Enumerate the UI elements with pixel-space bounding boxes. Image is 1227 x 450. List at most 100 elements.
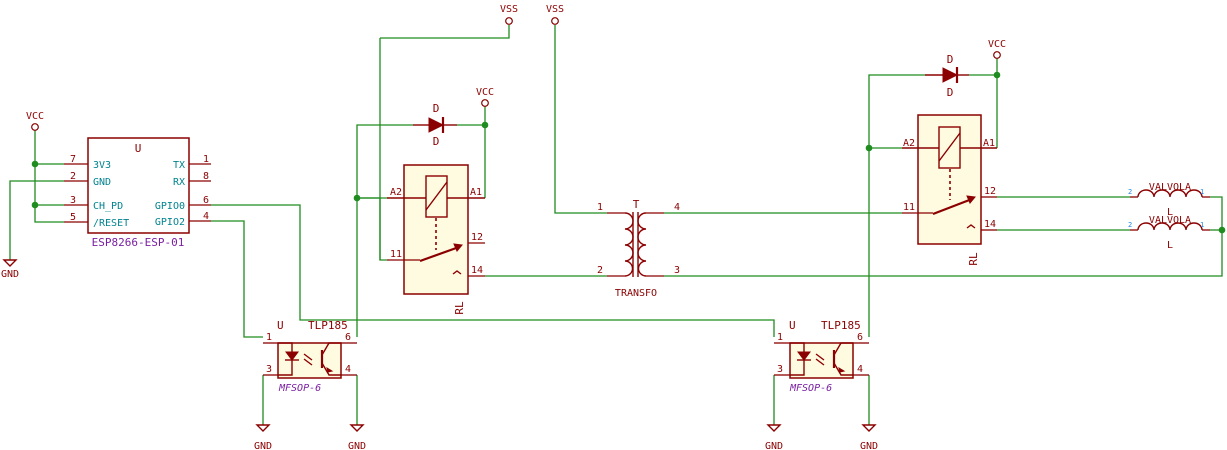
esp-pin-num: 6 [203,195,209,206]
opto-footprint: MFSOP-6 [789,383,832,394]
junction-dot [993,71,1001,79]
opto-pin: 3 [266,364,272,375]
relay-pin: 11 [903,202,915,213]
relay-pin: A2 [390,187,402,198]
vcc-label: VCC [476,87,494,98]
junction-dot [31,160,39,168]
opto-value: TLP185 [308,319,348,332]
relay-pin: A2 [903,138,915,149]
optocoupler-2: 1 3 4 6 U TLP185 MFSOP-6 [774,319,869,394]
gnd-symbol-opto1-pin3: GND [254,424,272,450]
diode-value: D [947,86,954,99]
esp-pin-num: 5 [70,212,76,223]
relay-1: A2 A1 11 12 14 RL [387,164,485,315]
optocoupler-1: 1 3 4 6 U TLP185 MFSOP-6 [263,319,357,394]
opto-pin: 1 [266,332,272,343]
opto-pin: 1 [777,332,783,343]
relay-pin: 12 [984,186,996,197]
esp-pin-name: RX [173,177,185,188]
esp-pin-num: 4 [203,211,209,222]
vss-label: VSS [546,4,564,15]
transformer-ref: T [633,198,640,211]
diode-ref: D [433,102,440,115]
vcc-symbol-relay2: VCC [988,39,1006,59]
valve-pin: 1 [1200,188,1204,196]
esp-pin-name: TX [173,160,185,171]
esp-pin-num: 7 [70,154,76,165]
opto-pin: 6 [345,332,351,343]
esp-pin-name: /RESET [93,218,129,229]
esp-ref: U [135,142,142,155]
transformer-pin: 2 [597,265,603,276]
vcc-symbol-esp: VCC [26,111,44,131]
opto-pin: 3 [777,364,783,375]
vss-label: VSS [500,4,518,15]
gnd-symbol-opto2-pin3: GND [765,424,783,450]
junction-dot [865,144,873,152]
valve-pin: 1 [1200,221,1204,229]
opto-pin: 4 [857,364,863,375]
esp-pin-num: 8 [203,171,209,182]
esp-value: ESP8266-ESP-01 [92,236,185,249]
relay-ref: RL [967,252,980,266]
junction-dot [1218,226,1226,234]
opto-value: TLP185 [821,319,861,332]
diode-1: D D [413,102,457,148]
gnd-symbol-opto1-pin4: GND [348,424,366,450]
esp-pin-name: GND [93,177,111,188]
transformer-value: TRANSFO [615,288,657,299]
relay-2: A2 A1 11 12 14 RL [902,114,997,266]
vss-symbol-2: VSS [546,4,564,25]
transformer-pin: 1 [597,202,603,213]
valve-value: L [1167,240,1173,251]
transformer: 1 2 3 4 T TRANSFO [597,198,680,299]
relay-pin: 14 [471,265,483,276]
valve-ref: VALVOLA [1149,215,1191,226]
vcc-label: VCC [26,111,44,122]
valve-value: L [1167,207,1173,218]
esp-pin-name: GPIO0 [155,201,185,212]
vcc-symbol-relay1: VCC [476,87,494,107]
valve-ref: VALVOLA [1149,182,1191,193]
esp-pin-num: 1 [203,154,209,165]
junction-dot [481,121,489,129]
valve-pin: 2 [1128,188,1132,196]
relay-ref: RL [453,301,466,315]
gnd-symbol-opto2-pin4: GND [860,424,878,450]
relay-pin: A1 [983,138,995,149]
gnd-label: GND [348,441,366,450]
opto-pin: 6 [857,332,863,343]
valve-pin: 2 [1128,221,1132,229]
valve-1: 2 1 VALVOLA L [1128,182,1210,218]
gnd-label: GND [1,269,19,280]
vss-symbol-1: VSS [500,4,518,25]
opto-ref: U [789,319,796,332]
esp-pin-num: 2 [70,171,76,182]
opto-pin: 4 [345,364,351,375]
relay-pin: 14 [984,219,996,230]
junctions [31,71,1226,234]
esp-pin-num: 3 [70,195,76,206]
wires [9,25,1223,425]
esp-pin-name: GPIO2 [155,217,185,228]
opto-ref: U [277,319,284,332]
junction-dot [353,194,361,202]
esp-pin-name: 3V3 [93,160,111,171]
vcc-label: VCC [988,39,1006,50]
valve-2: 2 1 VALVOLA L [1128,215,1210,251]
diode-ref: D [947,53,954,66]
transformer-pin: 3 [674,265,680,276]
diode-value: D [433,135,440,148]
esp8266-module: U ESP8266-ESP-01 7 2 3 5 3V3 GND CH_PD /… [64,137,211,249]
relay-pin: 12 [471,232,483,243]
relay-pin: 11 [390,249,402,260]
transformer-pin: 4 [674,202,680,213]
junction-dot [31,201,39,209]
relay-pin: A1 [470,187,482,198]
esp-pin-name: CH_PD [93,201,123,212]
opto-footprint: MFSOP-6 [278,383,321,394]
gnd-label: GND [254,441,272,450]
gnd-label: GND [860,441,878,450]
diode-2: D D [925,53,969,99]
